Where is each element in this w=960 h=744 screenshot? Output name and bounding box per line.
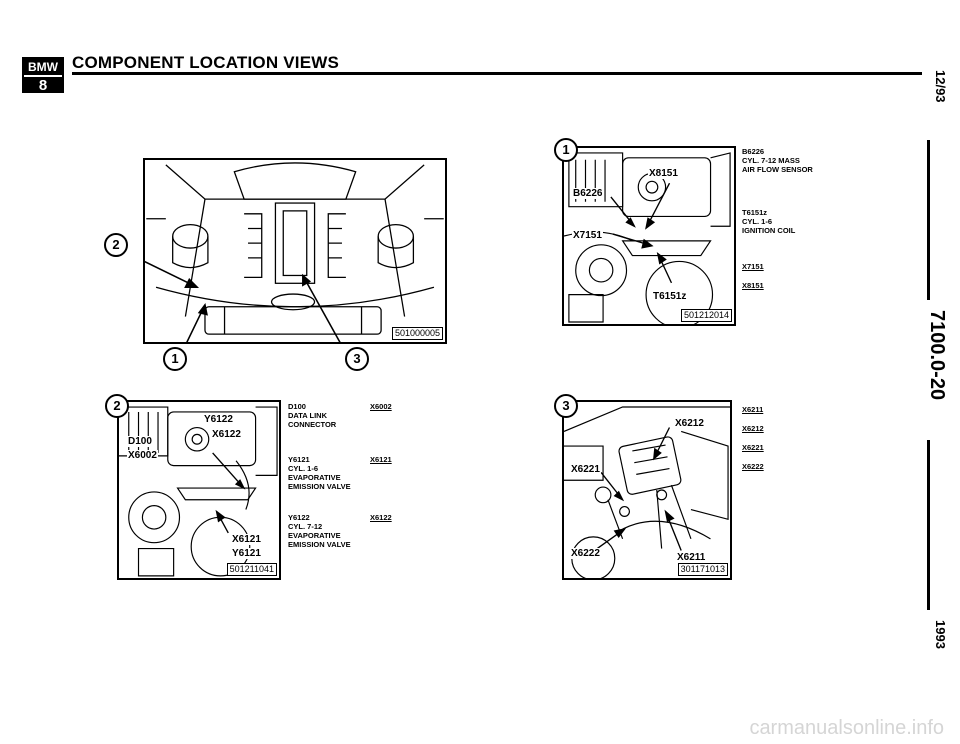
- legend-line: Y6121: [288, 455, 310, 464]
- view-2-marker: 2: [105, 394, 129, 418]
- view-1-label-x7151: X7151: [572, 230, 603, 241]
- legend-line: DATA LINK: [288, 411, 328, 420]
- figure-id: 501000005: [391, 327, 443, 340]
- view-2-code-x6122: X6122: [370, 513, 392, 522]
- view-1-label-x8151: X8151: [648, 168, 679, 179]
- legend-line: CONNECTOR: [288, 420, 337, 429]
- margin-rule-bottom: [927, 440, 930, 610]
- view-2-label-x6122: X6122: [211, 429, 242, 440]
- view-1-legend-b6226: B6226 CYL. 7-12 MASS AIR FLOW SENSOR: [742, 147, 813, 174]
- legend-line: AIR FLOW SENSOR: [742, 165, 813, 174]
- logo-text-bottom: 8: [24, 75, 62, 94]
- view-2-label-y6121: Y6121: [231, 548, 262, 559]
- view-2-legend-y6121: Y6121 CYL. 1-6 EVAPORATIVE EMISSION VALV…: [288, 455, 351, 491]
- page-title: COMPONENT LOCATION VIEWS: [72, 53, 340, 72]
- view-1-marker: 1: [554, 138, 578, 162]
- view-2-label-x6002: X6002: [127, 450, 158, 461]
- view-3-legend-x6212: X6212: [742, 424, 764, 433]
- legend-line: EMISSION VALVE: [288, 540, 351, 549]
- legend-line: D100: [288, 402, 306, 411]
- view-3-label-x6221: X6221: [570, 464, 601, 475]
- view-1-legend-t6151z: T6151z CYL. 1-6 IGNITION COIL: [742, 208, 795, 235]
- view-2-label-x6121: X6121: [231, 534, 262, 545]
- view-2-legend-y6122: Y6122 CYL. 7-12 EVAPORATIVE EMISSION VAL…: [288, 513, 351, 549]
- margin-year: 1993: [933, 620, 948, 649]
- view-3-legend-x6221: X6221: [742, 443, 764, 452]
- view-3-label-x6222: X6222: [570, 548, 601, 559]
- view-1-drawing: [564, 152, 731, 324]
- view-3-label-x6212: X6212: [674, 418, 705, 429]
- view-3-label-x6211: X6211: [676, 552, 707, 563]
- margin-rule-top: [927, 140, 930, 300]
- legend-line: CYL. 1-6: [742, 217, 773, 226]
- callout-circle-1: 1: [163, 347, 187, 371]
- view-3-legend-x6222: X6222: [742, 462, 764, 471]
- legend-line: EMISSION VALVE: [288, 482, 351, 491]
- legend-line: CYL. 7-12: [288, 522, 323, 531]
- engine-bay-drawing: [145, 162, 444, 342]
- view-2-figure: Y6122 X6122 D100 X6002 X6121 Y6121 50121…: [117, 400, 281, 580]
- figure-id: 301171013: [677, 563, 728, 576]
- view-3-legend-x6211: X6211: [742, 405, 764, 414]
- bmw-logo: BMW 8: [22, 57, 64, 94]
- logo-text-top: BMW: [24, 59, 62, 75]
- legend-line: EVAPORATIVE: [288, 473, 341, 482]
- figure-id: 501212014: [680, 309, 732, 322]
- view-2-code-x6002: X6002: [370, 402, 392, 411]
- view-1-legend-x7151: X7151: [742, 262, 764, 271]
- footer-watermark[interactable]: carmanualsonline.info: [749, 717, 944, 739]
- header-rule: [72, 72, 922, 75]
- view-2-code-x6121: X6121: [370, 455, 392, 464]
- view-3-marker: 3: [554, 394, 578, 418]
- view-3-figure: X6212 X6221 X6222 X6211 301171013: [562, 400, 732, 580]
- figure-id: 501211041: [226, 563, 277, 576]
- legend-line: B6226: [742, 147, 765, 156]
- legend-line: EVAPORATIVE: [288, 531, 341, 540]
- view-2-drawing: [119, 406, 278, 577]
- legend-line: CYL. 7-12 MASS: [742, 156, 800, 165]
- engine-bay-overview-figure: 501000005: [143, 158, 447, 344]
- legend-line: T6151z: [742, 208, 768, 217]
- view-1-figure: X8151 B6226 X7151 T6151z 501212014: [562, 146, 736, 326]
- view-2-legend-d100: D100 DATA LINK CONNECTOR: [288, 402, 336, 429]
- view-1-label-b6226: B6226: [572, 188, 604, 199]
- margin-date: 12/93: [933, 70, 948, 103]
- view-1-legend-x8151: X8151: [742, 281, 764, 290]
- view-1-label-t6151z: T6151z: [652, 291, 688, 302]
- legend-line: CYL. 1-6: [288, 464, 319, 473]
- margin-section-number: 7100.0-20: [926, 310, 948, 401]
- callout-circle-2: 2: [104, 233, 128, 257]
- legend-line: IGNITION COIL: [742, 226, 796, 235]
- view-2-label-y6122: Y6122: [203, 414, 234, 425]
- callout-circle-3: 3: [345, 347, 369, 371]
- legend-line: Y6122: [288, 513, 310, 522]
- view-2-label-d100: D100: [127, 436, 153, 447]
